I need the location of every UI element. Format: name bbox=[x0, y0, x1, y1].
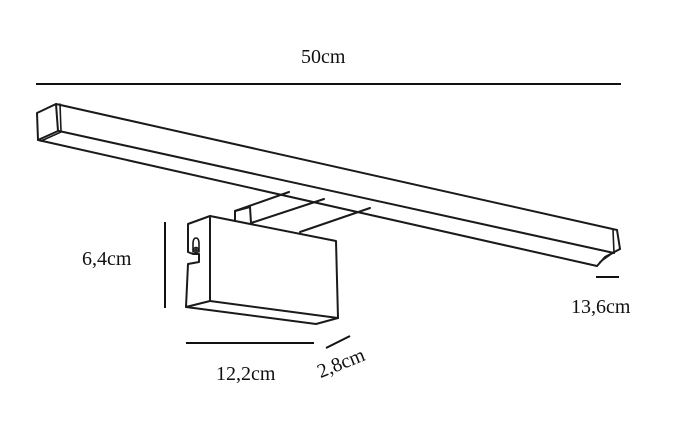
keyhole-icon bbox=[192, 237, 200, 253]
projection-label: 13,6cm bbox=[571, 296, 631, 318]
width-label: 50cm bbox=[301, 46, 346, 68]
height-label: 6,4cm bbox=[82, 248, 132, 270]
mounting-arm bbox=[234, 191, 371, 233]
light-bar bbox=[36, 103, 621, 267]
box-depth-dimension-line bbox=[325, 335, 351, 349]
box-width-label: 12,2cm bbox=[216, 363, 276, 385]
mounting-box bbox=[185, 215, 339, 325]
